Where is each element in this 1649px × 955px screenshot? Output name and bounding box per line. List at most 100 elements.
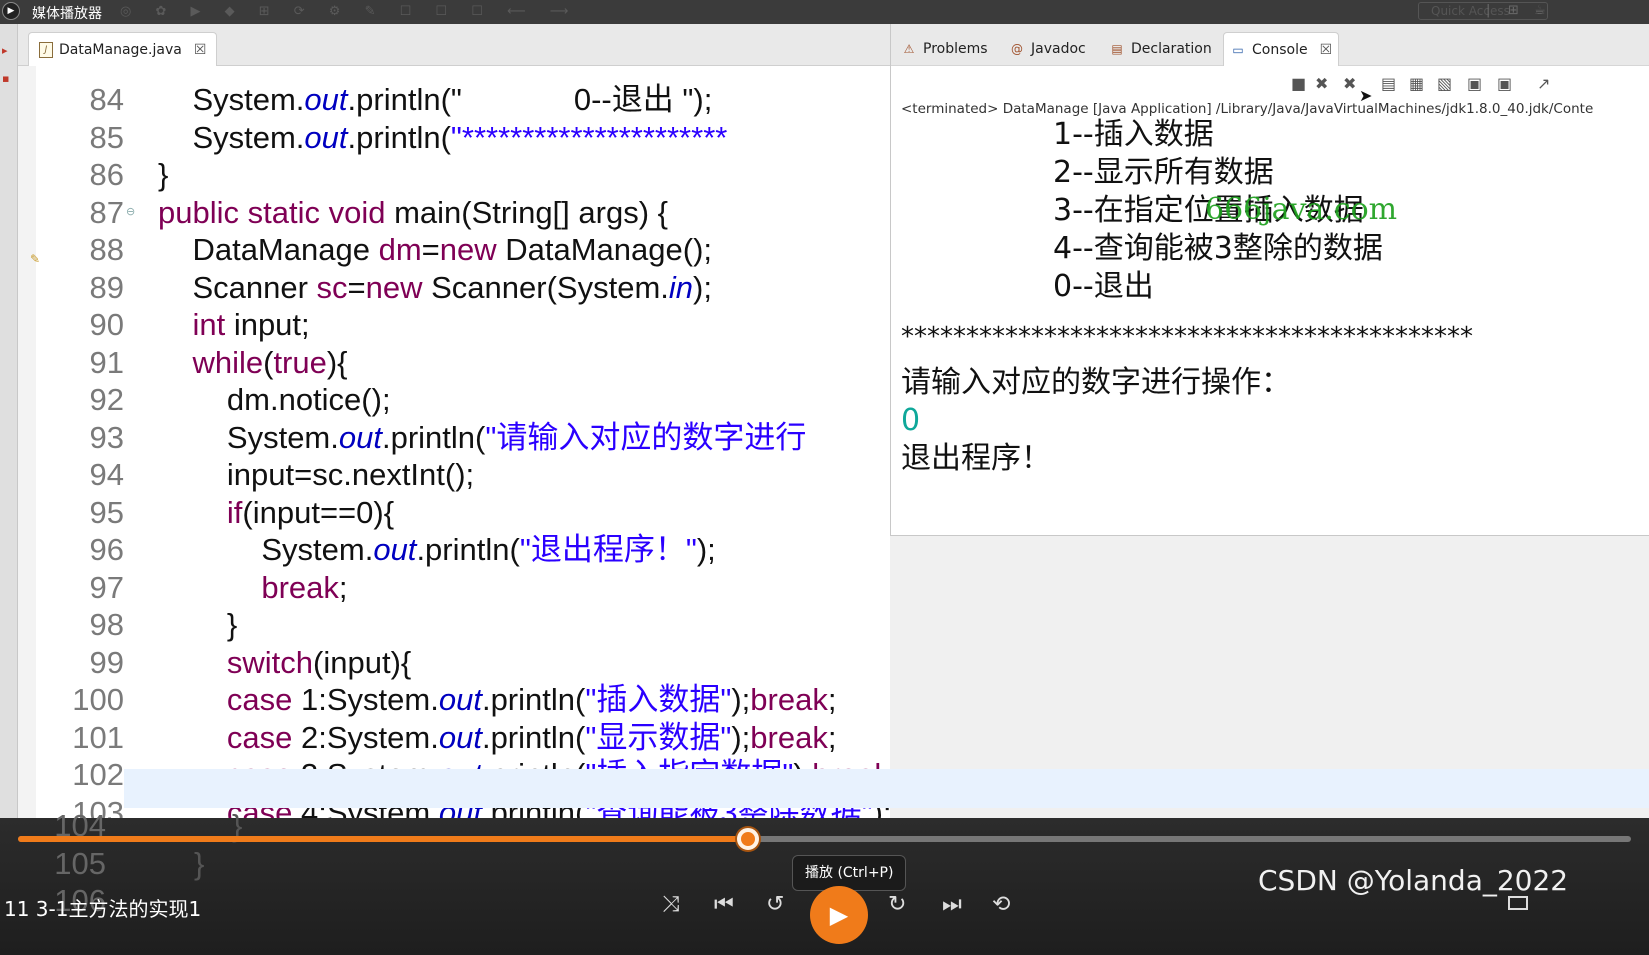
code-line[interactable]: 95 if(input==0){: [18, 493, 890, 532]
line-number: 99: [89, 644, 124, 680]
code-token: switch: [226, 644, 314, 680]
play-button[interactable]: ▶: [810, 886, 868, 944]
fullscreen-icon[interactable]: [1508, 896, 1528, 910]
console-toolbar: ■ ✖ ✖ ▤ ▦ ▧ ▣ ▣ ↗: [891, 66, 1649, 98]
code-token: ;: [827, 719, 837, 755]
previous-icon[interactable]: ⏮: [714, 892, 734, 917]
tab-datamanage-java[interactable]: J DataManage.java ☒: [28, 32, 218, 66]
separator-icon: |: [1486, 3, 1491, 18]
close-icon[interactable]: ☒: [193, 41, 207, 58]
code-text: public static void main(String[] args) {: [158, 193, 668, 232]
code-line[interactable]: 88 DataManage dm=new DataManage();: [18, 230, 890, 269]
fold-toggle-icon[interactable]: ⊖: [126, 204, 136, 218]
code-token: }: [158, 157, 169, 192]
code-token: Scanner(System.: [431, 269, 669, 305]
code-line[interactable]: 92 dm.notice();: [18, 380, 890, 419]
code-token: DataManage: [158, 232, 379, 267]
console-menu-line: 2--显示所有数据: [1053, 155, 1274, 190]
tab-console[interactable]: ▭Console☒: [1223, 32, 1340, 66]
line-number: 94: [89, 457, 124, 492]
code-token: public static void: [158, 194, 395, 230]
code-token: );: [693, 269, 712, 305]
tab-problems[interactable]: ⚠Problems: [895, 32, 994, 66]
line-number: 101: [72, 719, 124, 755]
code-line[interactable]: 91 while(true){: [18, 343, 890, 382]
quick-access-field[interactable]: Quick Access: [1418, 2, 1548, 20]
code-area[interactable]: ✎ 84 System.out.println(" 0--退出 ");85 Sy…: [18, 66, 890, 860]
code-line[interactable]: 87⊖public static void main(String[] args…: [18, 193, 890, 232]
warning-marker-icon[interactable]: ✎: [30, 252, 41, 266]
line-number: 86: [89, 157, 124, 192]
code-token: .println(: [381, 419, 486, 455]
code-line[interactable]: 96 System.out.println("退出程序！");: [18, 530, 890, 569]
code-line[interactable]: 98 }: [18, 605, 890, 644]
code-token: 1:System.: [301, 682, 439, 717]
code-token: [158, 570, 261, 605]
code-text: System.out.println(" 0--退出 ");: [158, 80, 712, 119]
code-line[interactable]: 86}: [18, 155, 890, 194]
play-tooltip: 播放 (Ctrl+P): [792, 855, 907, 891]
code-token: .println(: [416, 532, 520, 567]
code-text: case 2:System.out.println("显示数据");break;: [158, 718, 837, 757]
line-number: 105: [54, 845, 106, 881]
code-token: }: [158, 607, 238, 642]
rewind-icon[interactable]: ↺: [766, 892, 785, 917]
repeat-icon[interactable]: ⟲: [992, 892, 1011, 917]
console-status-line: <terminated> DataManage [Java Applicatio…: [901, 101, 1594, 117]
code-line[interactable]: 89 Scanner sc=new Scanner(System.in);: [18, 268, 890, 307]
progress-knob[interactable]: [737, 828, 759, 850]
code-text: input=sc.nextInt();: [158, 455, 474, 494]
code-line[interactable]: 93 System.out.println("请输入对应的数字进行: [18, 418, 890, 457]
show-on-error-icon[interactable]: ▣: [1497, 74, 1513, 93]
package-explorer-icon[interactable]: ▸: [2, 44, 8, 57]
code-token: break: [750, 682, 828, 717]
code-line[interactable]: 97 break;: [18, 568, 890, 607]
problems-icon: ⚠: [903, 42, 915, 56]
window-title: 媒体播放器: [32, 6, 102, 22]
tab-javadoc[interactable]: @Javadoc: [1003, 32, 1092, 66]
close-icon[interactable]: ☒: [1319, 41, 1333, 58]
clear-console-icon[interactable]: ▤: [1381, 74, 1397, 93]
code-token: input;: [233, 307, 310, 342]
code-text: DataManage dm=new DataManage();: [158, 230, 712, 269]
outline-icon[interactable]: ▪: [2, 72, 10, 85]
code-token: case: [226, 719, 302, 755]
code-token: sc: [316, 269, 348, 305]
code-token: "退出程序！": [519, 532, 697, 567]
shuffle-icon[interactable]: ⤨: [662, 892, 680, 917]
line-number: 106: [54, 883, 106, 918]
code-line[interactable]: 85 System.out.println("*****************…: [18, 118, 890, 157]
remove-all-terminated-icon[interactable]: ✖: [1343, 74, 1357, 93]
code-line[interactable]: 101 case 2:System.out.println("显示数据");br…: [18, 718, 890, 757]
code-token: dm: [378, 232, 422, 267]
forward-icon[interactable]: ↻: [888, 892, 907, 917]
java-perspective-icon[interactable]: ☕: [1534, 3, 1546, 18]
code-line[interactable]: 84 System.out.println(" 0--退出 ");: [18, 80, 890, 119]
scroll-lock-icon[interactable]: ▦: [1409, 74, 1425, 93]
perspective-icon[interactable]: ⊞: [1508, 3, 1519, 18]
word-wrap-icon[interactable]: ▧: [1437, 74, 1453, 93]
code-line[interactable]: 99 switch(input){: [18, 643, 890, 682]
code-token: .println(: [481, 719, 586, 755]
code-token: "插入数据": [585, 682, 732, 717]
csdn-credit: CSDN @Yolanda_2022: [1258, 864, 1569, 897]
code-text: }: [232, 808, 243, 843]
code-line[interactable]: 100 case 1:System.out.println("插入数据");br…: [18, 680, 890, 719]
show-on-output-icon[interactable]: ▣: [1467, 74, 1483, 93]
line-number: 93: [89, 419, 124, 455]
editor-tab-bar: J DataManage.java ☒: [18, 24, 890, 66]
console-user-input[interactable]: 0: [901, 403, 921, 438]
code-line[interactable]: 94 input=sc.nextInt();: [18, 455, 890, 494]
annotation-ruler: [18, 66, 36, 860]
code-token: out: [438, 719, 482, 755]
video-title: 11 3-1主方法的实现1: [4, 897, 202, 921]
code-line[interactable]: 90 int input;: [18, 305, 890, 344]
terminate-icon[interactable]: ■: [1291, 74, 1307, 93]
code-token: );: [731, 682, 751, 717]
pin-console-icon[interactable]: ↗: [1537, 74, 1551, 93]
tab-declaration[interactable]: ▤Declaration: [1103, 32, 1218, 66]
remove-launch-icon[interactable]: ✖: [1315, 74, 1329, 93]
line-number: 98: [89, 607, 124, 642]
next-icon[interactable]: ⏭: [942, 892, 962, 917]
progress-track[interactable]: [18, 836, 1631, 842]
